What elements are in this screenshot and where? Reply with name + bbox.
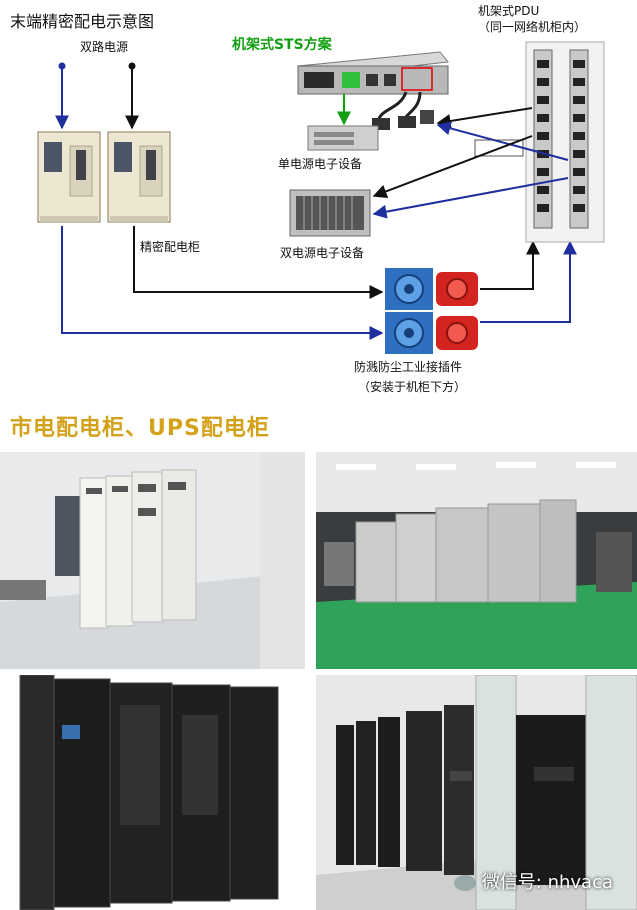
dual-power-label: 双路电源 xyxy=(80,40,129,54)
cabinet-label: 精密配电柜 xyxy=(140,240,201,254)
sts-plug-2 xyxy=(398,116,416,128)
pdu-strip-right xyxy=(569,49,589,229)
section-title: 市电配电柜、UPS配电柜 xyxy=(10,416,270,441)
pdu-blue-to-sts xyxy=(436,121,569,161)
pdu-blue-to-dual xyxy=(372,177,569,219)
pdu-black-to-sts xyxy=(436,107,533,128)
wechat-icon xyxy=(453,875,476,891)
pdu-label-line2: （同一网络机柜内） xyxy=(478,20,587,34)
photo-black-ups-cabinets xyxy=(0,675,305,910)
industrial-connector-top xyxy=(385,268,478,310)
dual-power-device xyxy=(289,189,371,237)
connector-bottom-to-pdu xyxy=(480,240,577,323)
sts-title: 机架式STS方案 xyxy=(232,37,332,53)
photo-datacenter-aisle xyxy=(316,675,637,910)
sts-plug-3 xyxy=(420,110,434,124)
precision-cabinet-left xyxy=(37,131,101,223)
single-power-device xyxy=(307,125,379,151)
photo-ups-room xyxy=(316,452,637,669)
pdu-label-line1: 机架式PDU xyxy=(478,4,540,18)
precision-cabinet-right xyxy=(107,131,171,223)
pdu-black-to-dual xyxy=(372,135,533,199)
single-power-device-label: 单电源电子设备 xyxy=(278,157,363,171)
connector-top-to-pdu xyxy=(480,240,540,290)
diagram-canvas xyxy=(37,41,605,354)
connector-sub-label: （安装于机柜下方） xyxy=(358,380,467,394)
cabinet-left-output xyxy=(61,226,384,340)
industrial-connector-bottom xyxy=(385,312,478,354)
watermark: 微信号: nhvaca xyxy=(453,868,613,894)
watermark-text: 微信号: nhvaca xyxy=(481,872,613,893)
dual-power-device-label: 双电源电子设备 xyxy=(280,246,365,260)
connector-label: 防溅防尘工业接插件 xyxy=(354,360,463,374)
pdu-strip-left xyxy=(533,49,553,229)
sts-unit xyxy=(297,51,449,95)
photo-white-switchgear xyxy=(0,452,305,669)
diagram-title: 末端精密配电示意图 xyxy=(10,12,155,31)
cabinet-right-output xyxy=(133,226,384,299)
